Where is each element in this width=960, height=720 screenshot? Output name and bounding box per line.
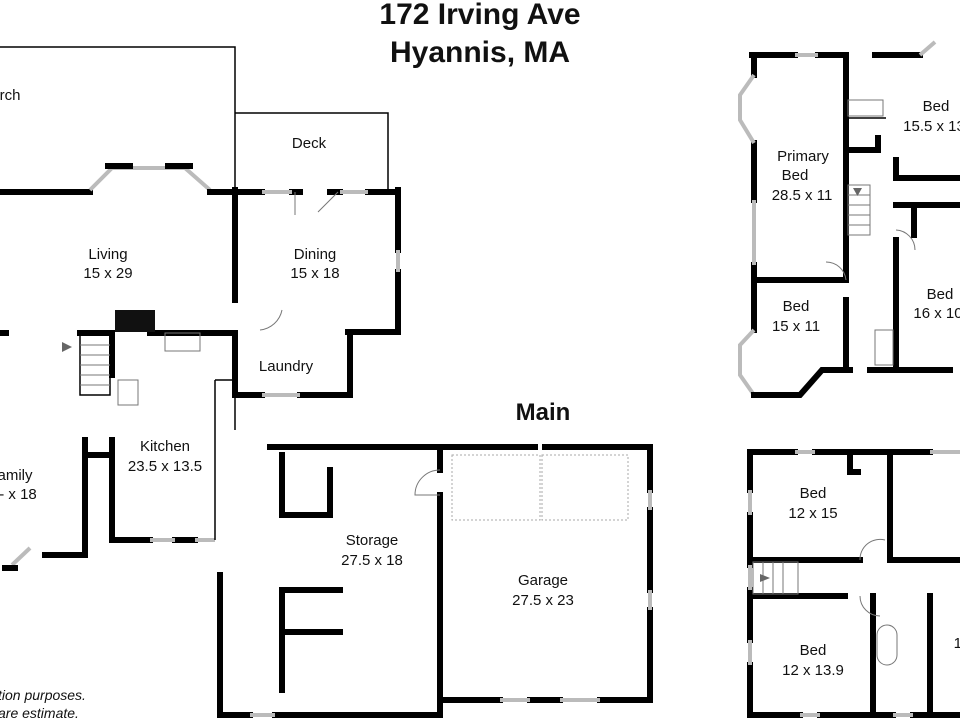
stair-arrow-icon-upper: [853, 188, 862, 196]
title-city: Hyannis, MA: [390, 36, 570, 69]
room-bed-5-name: Bed: [800, 485, 827, 502]
room-dining-dims: 15 x 18: [290, 265, 339, 282]
bathtub-icon: [847, 99, 884, 117]
stairs-lower-right: [752, 561, 799, 595]
room-garage-dims: 27.5 x 23: [512, 592, 574, 609]
stair-arrow-icon-lower: [760, 574, 770, 582]
room-storage-dims: 27.5 x 18: [341, 552, 403, 569]
room-storage-name: Storage: [346, 532, 399, 549]
upper-floor: [738, 40, 960, 398]
room-living-dims: 15 x 29: [83, 265, 132, 282]
room-kitchen-name: Kitchen: [140, 438, 190, 455]
room-bed-3-dims: 16 x 10: [913, 305, 960, 322]
second-upper-floor: [747, 449, 960, 718]
room-bed-5-dims: 12 x 15: [788, 505, 837, 522]
stair-arrow-icon: [62, 342, 72, 352]
room-primary-bed-name: Primary: [777, 148, 829, 165]
main-floor: [0, 46, 653, 718]
stairs-main: [62, 334, 111, 396]
room-family-name: amily: [0, 467, 33, 484]
room-bed-2-dims: 15.5 x 13: [903, 118, 960, 135]
room-family-dims: - x 18: [0, 486, 37, 503]
title-address: 172 Irving Ave: [379, 0, 580, 31]
room-kitchen-dims: 23.5 x 13.5: [128, 458, 202, 475]
level-label: Main: [516, 399, 571, 426]
room-bed-6-dims: 12 x 13.9: [782, 662, 844, 679]
room-bed-2-name: Bed: [923, 98, 950, 115]
stove-icon: [164, 332, 201, 352]
room-bed-3-name: Bed: [927, 286, 954, 303]
room-laundry-name: Laundry: [259, 358, 314, 375]
room-porch-name: rch: [0, 87, 20, 104]
room-bed-6-name: Bed: [800, 642, 827, 659]
bathtub-icon-2: [874, 329, 894, 366]
room-bed-4-name: Bed: [783, 298, 810, 315]
room-garage-name: Garage: [518, 572, 568, 589]
bathtub-icon-3: [876, 624, 898, 666]
stairs-upper: [847, 184, 871, 236]
room-bed-7-dims: 13: [954, 635, 960, 652]
room-deck-name: Deck: [292, 135, 327, 152]
room-bed-4-dims: 15 x 11: [772, 318, 820, 335]
room-dining-name: Dining: [294, 246, 337, 263]
room-primary-bed-dims: 28.5 x 11: [772, 187, 833, 204]
footnote-line1: tion purposes.: [0, 687, 86, 703]
footnote-line2: are estimate.: [0, 705, 79, 720]
fireplace-icon: [115, 310, 155, 332]
room-primary-bed-name2: Bed: [782, 167, 809, 184]
sink-icon: [117, 379, 139, 406]
room-living-name: Living: [88, 246, 127, 263]
